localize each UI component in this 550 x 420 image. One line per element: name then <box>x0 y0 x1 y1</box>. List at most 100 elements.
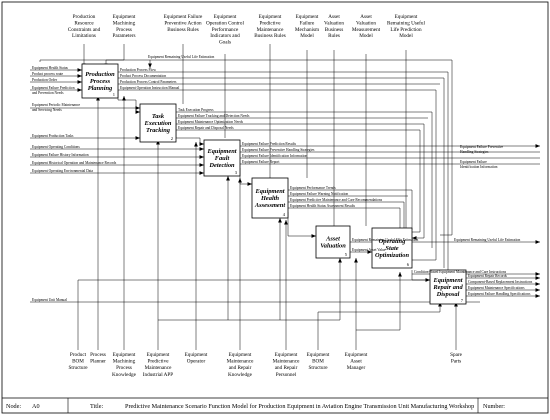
activity-box-a2-outline <box>139 103 177 143</box>
mechanism-label-6-line-2: Maintenance <box>227 359 254 365</box>
mechanism-label-3-line-4: Knowledge <box>112 372 137 378</box>
mechanism-label-2-line-2: Planner <box>90 359 106 365</box>
mechanism-label-10-line-1: Spare <box>450 352 463 358</box>
activity-box-a1-outline <box>81 63 119 99</box>
control-label-8-line-2: Valuation <box>356 20 376 26</box>
label-rul-top: Equipment Remaining Useful Life Estimati… <box>148 55 214 59</box>
activity-a6-title-line-3: Optimization <box>375 252 410 259</box>
control-label-1-line-1: Production <box>73 14 96 20</box>
control-label-4-line-5: Goals <box>219 40 231 46</box>
label-a5-asset-value: Equipment Asset Value <box>352 248 386 252</box>
mechanism-label-3-line-3: Process <box>116 365 132 371</box>
activity-a4-title-line-1: Equipment <box>254 188 284 195</box>
label-a5-rul-out: Equipment Remaining Useful Life Estimati… <box>454 238 520 242</box>
mechanism-label-6-line-3: and Repair <box>229 365 252 371</box>
control-label-5-line-4: Business Rules <box>254 33 286 39</box>
label-in-failure-prediction-1: and Prevention Needs <box>32 91 64 95</box>
mechanism-label-8-line-2: BOM <box>312 359 324 365</box>
mechanism-label-5-line-1: Equipment <box>185 352 208 358</box>
mechanism-label-9-line-3: Manager <box>347 365 366 371</box>
control-label-3-line-2: Preventive Action <box>164 20 202 26</box>
control-label-9-line-3: Life Prediction <box>390 26 422 33</box>
activity-a1-title-line-2: Process <box>90 78 111 85</box>
mechanism-label-6-line-4: Knowledge <box>228 372 253 378</box>
label-in-product-route: Product process route <box>32 72 64 76</box>
activity-a6-title-line-1: Operating <box>379 238 406 245</box>
activity-a3-title-line-2: Fault <box>215 155 230 162</box>
activity-a5-title-line-1: Asset <box>325 235 340 242</box>
label-a4-out-2: Equipment Predictive Maintenance and Car… <box>290 198 383 202</box>
mechanism-label-4-line-2: Predictive <box>147 359 169 365</box>
footer-node-value: A0 <box>32 403 40 410</box>
mechanism-label-1-line-2: BOM <box>72 359 84 365</box>
label-a4-out-1: Equipment Failure Warning Notification <box>290 192 348 196</box>
control-label-4-line-2: Operation Control <box>206 20 244 26</box>
mech-arrow-8 <box>317 302 442 350</box>
activity-a7-title-line-3: Disposal <box>436 291 460 298</box>
label-a6-output: Condition-Based Equipment Maintenance an… <box>414 270 507 274</box>
control-label-2-line-3: Process <box>116 27 132 33</box>
control-label-6-line-2: Failure <box>300 20 315 26</box>
control-label-4-line-1: Equipment <box>214 14 237 20</box>
activity-a7-number: 7 <box>461 298 464 303</box>
mechanism-label-1-line-1: Product <box>70 352 87 358</box>
mechanism-label-9-line-1: Equipment <box>345 352 368 358</box>
connection-lines <box>30 44 540 350</box>
diagram-border <box>1 1 549 414</box>
mechanism-label-9-line-2: Asset <box>350 359 362 365</box>
label-a7-out-2: Equipment Maintenance Specifications <box>468 286 525 290</box>
mechanism-label-8-line-3: Structure <box>308 365 328 371</box>
activity-a2-number: 2 <box>171 136 173 141</box>
activity-a2-title-line-2: Execution <box>144 120 172 127</box>
label-a4-out-3: Equipment Health Status Assessment Resul… <box>290 204 356 208</box>
footer-bar: Node: A0 Title: Predictive Maintenance S… <box>2 397 548 413</box>
activity-a1-number: 1 <box>113 92 115 97</box>
label-in-health-status: Equipment Health Status <box>32 66 69 70</box>
label-a2-out-1: Equipment Failure Tracking and Detection… <box>178 114 250 118</box>
control-label-3-line-1: Equipment Failure <box>164 14 203 20</box>
mechanism-label-6-line-1: Equipment <box>229 352 252 358</box>
mechanism-label-7-line-2: Maintenance <box>273 359 300 365</box>
control-label-4-line-3: Performance <box>212 26 239 33</box>
mechanism-labels: ProductBOMStructureProcessPlannerEquipme… <box>68 352 462 378</box>
control-label-9-line-1: Equipment <box>395 14 418 20</box>
label-out-preventive-0: Equipment Failure Preventive <box>460 145 504 149</box>
activity-a5-title-line-2: Valuation <box>320 243 346 250</box>
label-a3-out-1: Equipment Failure Preventive Handling St… <box>242 148 315 152</box>
mechanism-label-3-line-2: Machining <box>113 359 136 365</box>
activity-box-a6-outline <box>371 227 413 269</box>
label-a7-out-0: Equipment Repair Records <box>468 274 508 278</box>
label-in-operating-cond: Equipment Operating Conditions <box>32 145 80 149</box>
control-label-1-line-3: Constraints and <box>68 27 101 33</box>
label-a1-out-1: Product Process Documentation <box>120 74 166 78</box>
activity-a1-title-line-1: Production <box>85 71 115 78</box>
activity-boxes: ProductionProcessPlanning1TaskExecutionT… <box>81 63 467 305</box>
footer-number-label: Number: <box>483 403 505 410</box>
activity-a3-title-line-1: Equipment <box>206 148 236 155</box>
activity-a6-number: 6 <box>407 262 410 267</box>
label-a7-out-1: Component-Based Replacement Instructions <box>468 280 533 284</box>
mechanism-label-8-line-1: Equipment <box>307 352 330 358</box>
label-in-environmental: Equipment Operating Environmental Data <box>32 169 93 173</box>
footer-title-value: Predictive Maintenance Scenario Function… <box>125 403 474 410</box>
footer-title-label: Title: <box>90 403 103 410</box>
activity-box-a7-outline <box>429 269 467 305</box>
mechanism-label-3-line-1: Equipment <box>113 352 136 358</box>
activity-a7-title-line-2: Repair and <box>432 284 463 291</box>
mechanism-label-4-line-3: Maintenance <box>145 365 172 371</box>
control-label-5-line-2: Predictive <box>259 20 281 26</box>
control-label-3-line-3: Business Rules <box>167 27 199 33</box>
label-a3-out-3: Equipment Failure Report <box>242 160 280 164</box>
activity-a2-title-line-3: Tracking <box>146 127 171 134</box>
activity-a5-number: 5 <box>345 252 348 257</box>
label-a1-out-3: Equipment Operation Instruction Manual <box>120 86 179 90</box>
label-a5-rul: Equipment Remaining Useful Life Estimati… <box>352 238 418 242</box>
mechanism-label-2-line-1: Process <box>90 352 106 358</box>
